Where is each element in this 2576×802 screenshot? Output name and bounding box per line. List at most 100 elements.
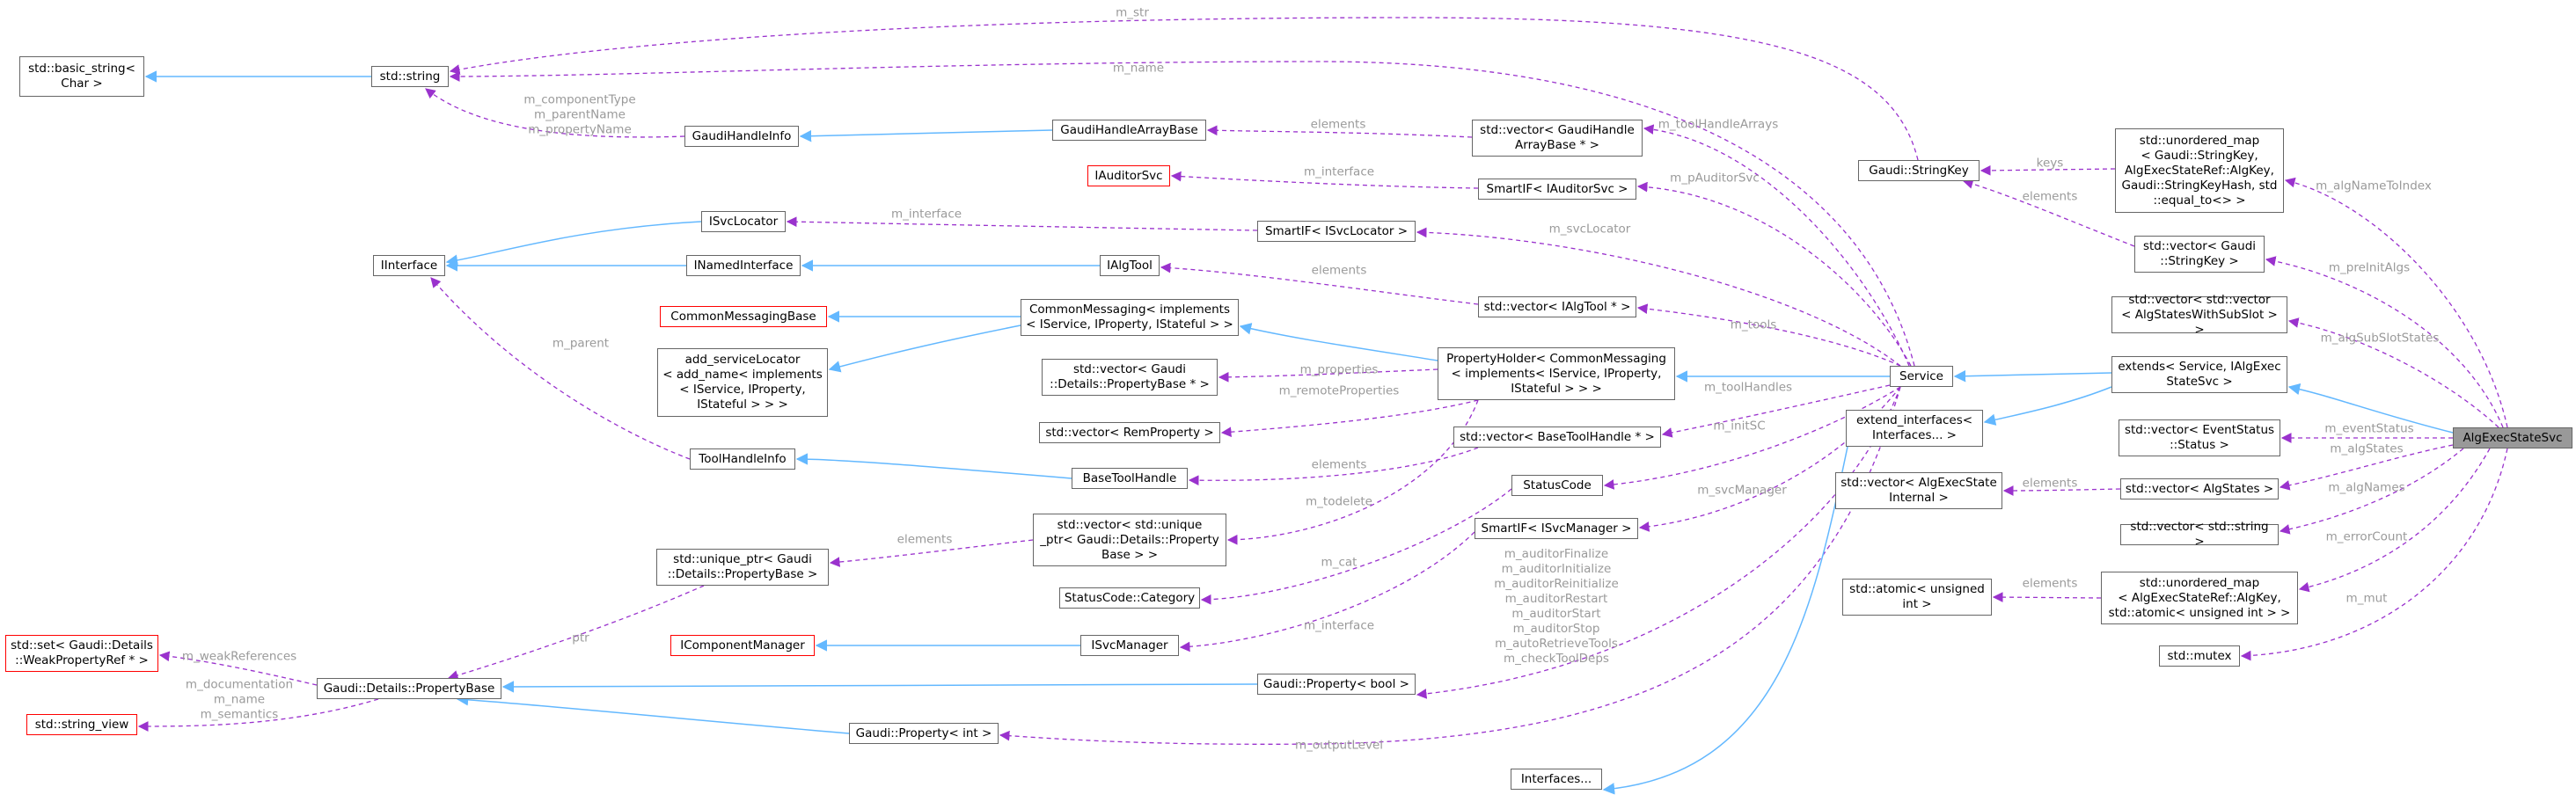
node-icomponent-manager[interactable]: IComponentManager bbox=[670, 635, 815, 656]
node-std-set-weak[interactable]: std::set< Gaudi::Details ::WeakPropertyR… bbox=[5, 635, 158, 672]
node-vec-rem-property[interactable]: std::vector< RemProperty > bbox=[1039, 422, 1220, 443]
edge-label-m-tools: m_tools bbox=[1730, 317, 1777, 332]
edge-vec-ialgtool-to-ialgtool bbox=[1160, 262, 1479, 305]
edge-property-int-to-property-base bbox=[456, 694, 850, 734]
edge-label-m-todelete: m_todelete bbox=[1306, 494, 1372, 509]
edge-vec-basetoolhandle-to-basetoolhandle bbox=[1188, 447, 1479, 486]
node-gaudi-string-key[interactable]: Gaudi::StringKey bbox=[1858, 160, 1980, 181]
node-vec-alg-states[interactable]: std::vector< AlgStates > bbox=[2120, 478, 2279, 499]
edge-service-to-smartif-locator bbox=[1416, 227, 1901, 367]
edge-label-elements-atomic: elements bbox=[2022, 576, 2078, 591]
node-gaudi-handle-array-base[interactable]: GaudiHandleArrayBase bbox=[1052, 120, 1206, 141]
edge-label-elements-alg-tool: elements bbox=[1311, 263, 1367, 278]
edge-label-elements-base-tool: elements bbox=[1311, 457, 1367, 472]
edge-umap-atomic-to-atomic bbox=[1992, 592, 2102, 602]
edge-toolhandleinfo-to-iinterface-parent bbox=[430, 277, 691, 460]
node-add-service-locator[interactable]: add_serviceLocator < add_name< implement… bbox=[657, 348, 828, 417]
edge-smartif-auditor-to-iauditor bbox=[1170, 171, 1479, 189]
edge-extend-interfaces-to-interfaces bbox=[1602, 446, 1848, 795]
node-extend-interfaces[interactable]: extend_interfaces< Interfaces... > bbox=[1846, 410, 1983, 447]
node-status-code-category[interactable]: StatusCode::Category bbox=[1059, 587, 1200, 609]
edge-label-m-auditor-bools: m_auditorFinalize m_auditorInitialize m_… bbox=[1494, 547, 1619, 666]
node-vec-unique-ptr[interactable]: std::vector< std::unique _ptr< Gaudi::De… bbox=[1033, 514, 1226, 566]
edge-algexec-to-umap-atomic bbox=[2298, 448, 2491, 593]
edge-label-m-cat: m_cat bbox=[1321, 555, 1358, 570]
edge-property-holder-to-common-messaging bbox=[1239, 323, 1438, 361]
edge-algexec-to-vec-vec-states bbox=[2287, 317, 2499, 428]
edge-label-m-alg-sub-slot-states: m_algSubSlotStates bbox=[2320, 331, 2440, 346]
node-extends-service[interactable]: extends< Service, IAlgExec StateSvc > bbox=[2111, 356, 2287, 393]
edge-string-view-from-property-base bbox=[137, 698, 379, 732]
node-unordered-map-atomic[interactable]: std::unordered_map < AlgExecStateRef::Al… bbox=[2101, 572, 2298, 624]
node-smartif-isvc-manager[interactable]: SmartIF< ISvcManager > bbox=[1475, 518, 1638, 539]
node-isvc-locator[interactable]: ISvcLocator bbox=[701, 211, 786, 232]
node-ialg-tool[interactable]: IAlgTool bbox=[1100, 255, 1160, 276]
edge-service-to-vec-ialgtool bbox=[1636, 303, 1901, 367]
node-property-holder[interactable]: PropertyHolder< CommonMessaging < implem… bbox=[1438, 347, 1675, 400]
node-iauditor-svc[interactable]: IAuditorSvc bbox=[1087, 165, 1170, 186]
edge-property-bool-to-property-base bbox=[501, 681, 1258, 693]
node-property-bool[interactable]: Gaudi::Property< bool > bbox=[1257, 674, 1416, 695]
node-vec-vec-alg-states[interactable]: std::vector< std::vector < AlgStatesWith… bbox=[2111, 293, 2287, 337]
node-std-string[interactable]: std::string bbox=[371, 66, 449, 87]
node-std-basic-string[interactable]: std::basic_string< Char > bbox=[19, 56, 144, 97]
node-vec-property-base[interactable]: std::vector< Gaudi ::Details::PropertyBa… bbox=[1042, 359, 1218, 396]
node-alg-exec-state-svc[interactable]: AlgExecStateSvc bbox=[2453, 427, 2572, 448]
node-std-mutex[interactable]: std::mutex bbox=[2159, 645, 2240, 667]
node-vec-base-tool-handle[interactable]: std::vector< BaseToolHandle * > bbox=[1453, 427, 1661, 448]
edge-label-keys: keys bbox=[2036, 156, 2064, 171]
edge-label-m-weak-references: m_weakReferences bbox=[181, 649, 297, 664]
node-common-messaging-base[interactable]: CommonMessagingBase bbox=[660, 306, 827, 327]
node-unordered-map-string-key[interactable]: std::unordered_map < Gaudi::StringKey, A… bbox=[2115, 128, 2284, 213]
edge-basetoolhandle-to-toolhandleinfo bbox=[795, 453, 1072, 479]
edge-vec-array-to-array-base bbox=[1206, 125, 1473, 138]
edge-label-m-properties: m_properties bbox=[1299, 362, 1379, 377]
edge-holder-to-vec-rem-property bbox=[1220, 399, 1479, 438]
edge-label-m-output-level: m_outputLevel bbox=[1294, 738, 1384, 753]
edge-label-m-component: m_componentType m_parentName m_propertyN… bbox=[523, 92, 636, 137]
node-unique-ptr-property-base[interactable]: std::unique_ptr< Gaudi ::Details::Proper… bbox=[656, 549, 829, 586]
node-smartif-isvc-locator[interactable]: SmartIF< ISvcLocator > bbox=[1257, 221, 1416, 242]
edge-label-m-mut: m_mut bbox=[2345, 591, 2388, 606]
node-vec-ialg-tool[interactable]: std::vector< IAlgTool * > bbox=[1478, 296, 1636, 317]
node-property-int[interactable]: Gaudi::Property< int > bbox=[849, 723, 999, 744]
edge-extends-to-extend-interfaces bbox=[1983, 386, 2112, 426]
edge-label-ptr: ptr bbox=[572, 631, 589, 645]
node-status-code[interactable]: StatusCode bbox=[1511, 475, 1603, 496]
node-tool-handle-info[interactable]: ToolHandleInfo bbox=[690, 448, 795, 470]
node-std-atomic-uint[interactable]: std::atomic< unsigned int > bbox=[1842, 579, 1992, 616]
edge-label-m-parent: m_parent bbox=[552, 336, 610, 351]
node-smartif-iauditor[interactable]: SmartIF< IAuditorSvc > bbox=[1478, 179, 1636, 200]
node-vec-alg-exec-state-internal[interactable]: std::vector< AlgExecState Internal > bbox=[1835, 472, 2002, 509]
edge-vec-unique-to-unique-ptr bbox=[829, 539, 1034, 567]
edge-holder-to-vec-unique-ptr-todelete bbox=[1226, 399, 1479, 545]
edge-algexec-to-vec-stringkey bbox=[2265, 256, 2504, 428]
edge-service-to-string-name bbox=[449, 61, 1915, 367]
node-interfaces[interactable]: Interfaces... bbox=[1511, 769, 1602, 790]
node-gaudi-handle-info[interactable]: GaudiHandleInfo bbox=[684, 126, 799, 147]
node-property-base[interactable]: Gaudi::Details::PropertyBase bbox=[317, 678, 501, 699]
node-base-tool-handle[interactable]: BaseToolHandle bbox=[1072, 468, 1188, 489]
edge-smartif-svcmgr-to-isvcmanager bbox=[1179, 531, 1475, 653]
edge-stringkey-to-string-str bbox=[449, 17, 1919, 161]
node-service[interactable]: Service bbox=[1890, 366, 1953, 387]
node-vec-gaudi-handle-array[interactable]: std::vector< GaudiHandle ArrayBase * > bbox=[1472, 120, 1643, 157]
node-std-string-view[interactable]: std::string_view bbox=[26, 714, 137, 735]
edge-label-m-alg-name-to-index: m_algNameToIndex bbox=[2316, 179, 2432, 193]
node-inamed-interface[interactable]: INamedInterface bbox=[686, 255, 801, 276]
node-iinterface[interactable]: IInterface bbox=[373, 255, 445, 276]
edge-label-elements-gaudi-handle: elements bbox=[1310, 117, 1366, 132]
edge-label-m-event-status: m_eventStatus bbox=[2324, 421, 2414, 436]
edge-algexec-to-vec-std-string bbox=[2279, 448, 2464, 535]
node-isvc-manager[interactable]: ISvcManager bbox=[1080, 635, 1179, 656]
node-common-messaging[interactable]: CommonMessaging< implements < IService, … bbox=[1021, 299, 1239, 336]
edge-label-m-interface-svc-manager: m_interface bbox=[1303, 618, 1375, 633]
node-vec-gaudi-string-key[interactable]: std::vector< Gaudi ::StringKey > bbox=[2134, 236, 2265, 273]
node-vec-event-status[interactable]: std::vector< EventStatus ::Status > bbox=[2119, 419, 2280, 456]
edge-label-m-tool-handle-arrays: m_toolHandleArrays bbox=[1658, 117, 1779, 132]
edge-label-m-interface-auditor: m_interface bbox=[1303, 164, 1375, 179]
edge-service-to-statuscode bbox=[1603, 386, 1901, 490]
node-vec-std-string[interactable]: std::vector< std::string > bbox=[2120, 520, 2279, 549]
